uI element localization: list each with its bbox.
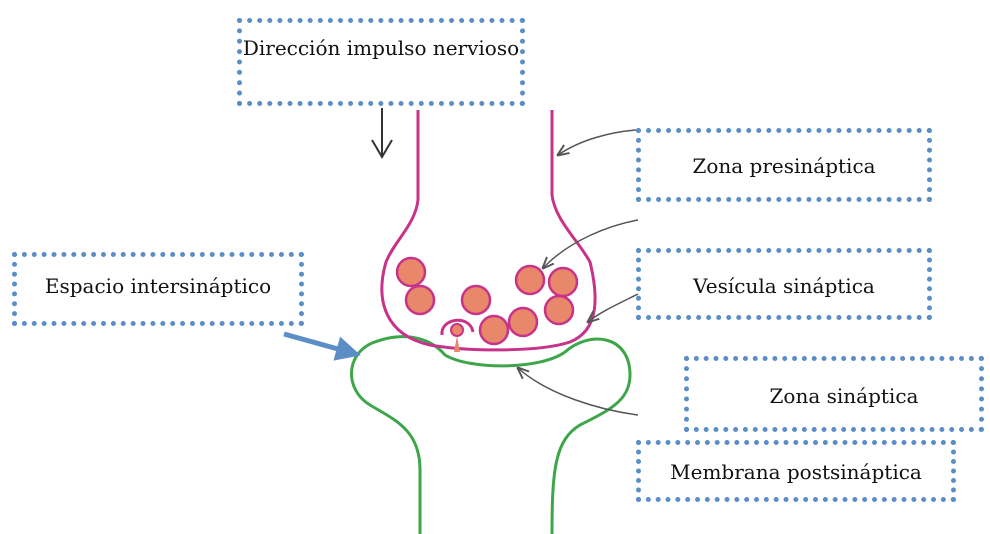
vesicle bbox=[516, 266, 544, 294]
neurotransmitter-stream bbox=[454, 336, 460, 352]
label-espacio-text: Espacio intersináptico bbox=[17, 271, 299, 301]
vesicle bbox=[545, 296, 573, 324]
vesicle-group bbox=[397, 258, 577, 344]
vesicle bbox=[406, 286, 434, 314]
pointer-sinaptica bbox=[518, 368, 638, 415]
label-vesicula-text: Vesícula sináptica bbox=[641, 271, 927, 301]
vesicle bbox=[549, 268, 577, 296]
label-presinaptica-text: Zona presináptica bbox=[641, 151, 927, 181]
label-espacio-intersinaptico: Espacio intersináptico bbox=[12, 252, 304, 326]
label-direccion-text: Dirección impulso nervioso bbox=[242, 33, 520, 63]
vesicle bbox=[397, 258, 425, 286]
label-zona-sinaptica: Zona sináptica bbox=[684, 356, 984, 432]
label-zona-presinaptica: Zona presináptica bbox=[636, 128, 932, 202]
vesicle bbox=[462, 286, 490, 314]
vesicle bbox=[509, 308, 537, 336]
label-direccion-impulso: Dirección impulso nervioso bbox=[237, 18, 525, 106]
vesicle bbox=[480, 316, 508, 344]
pointer-presinaptica bbox=[558, 130, 636, 155]
vesicle-release bbox=[451, 324, 463, 336]
label-vesicula-sinaptica: Vesícula sináptica bbox=[636, 248, 932, 320]
label-membrana-text: Membrana postsináptica bbox=[641, 457, 951, 487]
label-membrana-postsinaptica: Membrana postsináptica bbox=[636, 440, 956, 502]
label-sinaptica-text: Zona sináptica bbox=[709, 381, 979, 411]
postsynaptic-membrane bbox=[351, 337, 630, 534]
blue-arrow bbox=[284, 334, 356, 354]
